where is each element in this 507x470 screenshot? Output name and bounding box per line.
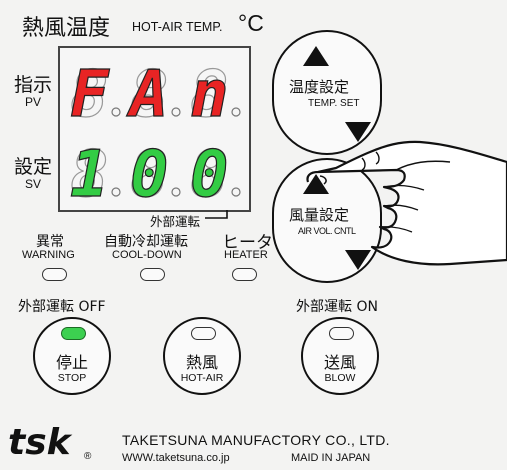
ext-on-label: 外部運転 ON	[296, 299, 378, 315]
hot-air-led	[191, 327, 216, 340]
blow-label-en: BLOW	[324, 372, 356, 384]
warning-led	[42, 268, 67, 281]
pv-decimal-point-2	[231, 107, 241, 117]
temp-set-label-en: TEMP. SET	[308, 98, 360, 109]
pv-decimal-point-0	[111, 107, 121, 117]
pv-label-jp: 指示	[14, 74, 53, 96]
pv-digit-0: F	[70, 58, 110, 132]
stop-led	[61, 327, 86, 340]
sv-ghost-segment: 8	[70, 138, 109, 210]
sv-decimal-point-1	[171, 187, 181, 197]
sv-digit-1: 0	[130, 138, 169, 210]
pointing-hand-icon	[306, 140, 507, 266]
made-in-label: MAID IN JAPAN	[291, 452, 371, 464]
pv-label-en: PV	[25, 95, 42, 109]
unit-celsius: °C	[238, 10, 264, 36]
sv-decimal-point-2	[231, 187, 241, 197]
cooldown-label-jp: 自動冷却運転	[104, 234, 188, 250]
ext-off-label: 外部運転 OFF	[18, 299, 106, 315]
triangle-up-icon[interactable]	[303, 46, 329, 66]
sv-digit-2: 0	[190, 138, 229, 210]
blow-button[interactable]: 送風 BLOW	[301, 317, 379, 395]
heater-label-jp: ヒータ	[222, 233, 273, 253]
pv-ghost-segment: 8	[190, 58, 229, 132]
temp-set-button[interactable]: 温度設定 TEMP. SET	[272, 30, 382, 155]
hot-air-temp-title-en: HOT-AIR TEMP.	[132, 20, 223, 34]
registered-mark: ®	[84, 451, 92, 462]
temp-set-label-jp: 温度設定	[289, 78, 350, 96]
air-vol-label-en: AIR VOL. CNTL	[298, 226, 356, 236]
blow-label-jp: 送風	[323, 353, 356, 372]
heater-led	[232, 268, 257, 281]
sv-label-jp: 設定	[14, 156, 53, 178]
hot-air-label-en: HOT-AIR	[180, 372, 224, 384]
cooldown-led	[140, 268, 165, 281]
pv-digit-2: n	[190, 58, 229, 132]
external-run-marker: 外部運転	[150, 214, 201, 229]
company-url: WWW.taketsuna.co.jp	[122, 452, 230, 464]
sv-label-en: SV	[25, 177, 42, 191]
sv-ghost-segment: 8	[190, 138, 229, 210]
hot-air-button[interactable]: 熱風 HOT-AIR	[163, 317, 241, 395]
air-vol-button[interactable]: 風量設定 AIR VOL. CNTL	[272, 158, 382, 283]
cooldown-label-en: COOL-DOWN	[112, 249, 182, 261]
marker-bracket-icon	[205, 210, 228, 219]
warning-label-en: WARNING	[22, 249, 75, 261]
company-name: TAKETSUNA MANUFACTORY CO., LTD.	[122, 432, 390, 448]
hot-air-label-jp: 熱風	[185, 353, 218, 372]
stop-label-jp: 停止	[55, 353, 88, 372]
sv-ghost-segment: 8	[130, 138, 169, 210]
air-vol-label-jp: 風量設定	[289, 206, 350, 224]
pv-digit-1: A	[126, 58, 169, 132]
stop-button[interactable]: 停止 STOP	[33, 317, 111, 395]
pv-ghost-segment: 8	[70, 58, 109, 132]
logo-text: tsk	[8, 422, 73, 463]
triangle-down-icon[interactable]	[345, 250, 371, 270]
blow-led	[329, 327, 354, 340]
pv-decimal-point-1	[171, 107, 181, 117]
pv-ghost-segment: 8	[130, 58, 169, 132]
sv-decimal-point-0	[111, 187, 121, 197]
triangle-down-icon[interactable]	[345, 122, 371, 142]
stop-label-en: STOP	[57, 372, 87, 384]
hot-air-temp-title-jp: 熱風温度	[22, 16, 111, 41]
warning-label-jp: 異常	[36, 234, 64, 250]
tsk-logo-icon: tsk	[8, 422, 73, 463]
sv-digit-0: 1	[70, 138, 109, 210]
heater-label-en: HEATER	[224, 249, 268, 261]
